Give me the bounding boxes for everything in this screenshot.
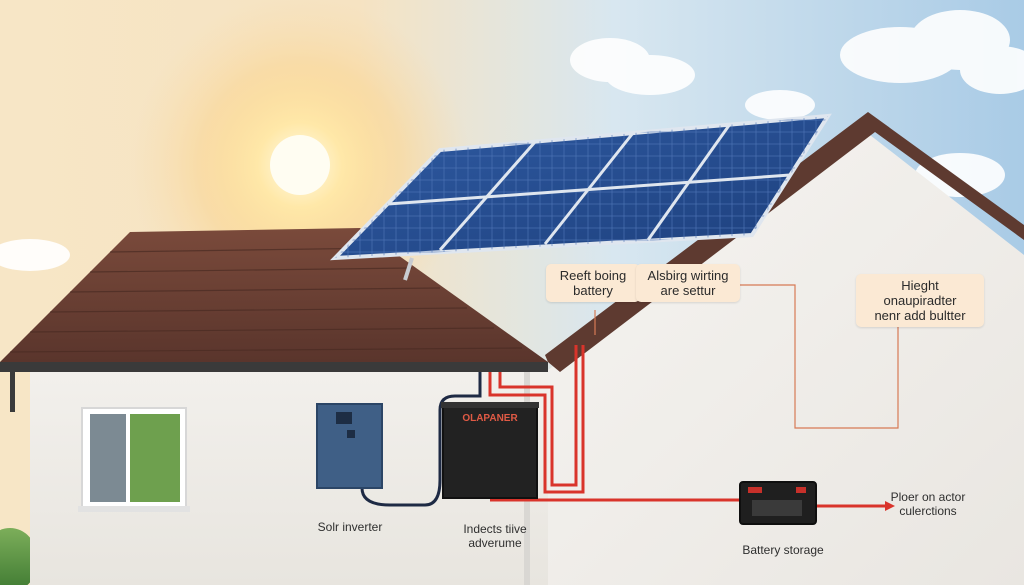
roof-tiles xyxy=(9,247,523,353)
battery-device xyxy=(739,481,817,525)
label-flow-output: Ploer on actor culerctions xyxy=(890,490,966,518)
window xyxy=(78,407,190,512)
power-unit-device xyxy=(441,402,539,499)
roof-ridge-edge xyxy=(545,112,1024,372)
solar-panel-array xyxy=(329,113,832,261)
house-gable-wall xyxy=(548,135,1024,585)
flow-arrow-icon xyxy=(885,501,895,511)
solar-inverter-device xyxy=(316,403,383,489)
label-battery-storage: Battery storage xyxy=(742,543,824,557)
label-solar-inverter: Solr inverter xyxy=(317,520,383,534)
label-center-unit: Indects tiive adverume xyxy=(463,522,527,550)
red-wiring xyxy=(488,345,885,508)
callout-wiring: Alsbirg wirting are settur xyxy=(636,264,740,302)
gutter xyxy=(0,362,548,372)
callout-height: Hieght onaupiradter nenr add bultter xyxy=(856,274,984,327)
callout-battery: Reeft boing battery xyxy=(546,264,640,302)
power-unit-brand: OLAPANER xyxy=(462,413,518,424)
sun-icon xyxy=(270,135,330,195)
tree xyxy=(0,528,38,585)
clouds xyxy=(0,10,1024,271)
